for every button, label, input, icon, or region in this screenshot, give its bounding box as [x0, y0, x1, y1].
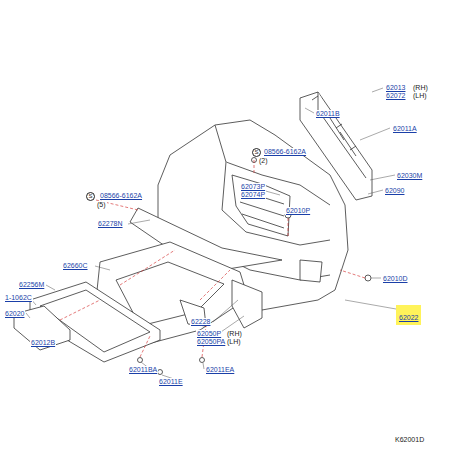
callout-number: (LH)	[412, 92, 428, 100]
callout-number: 08566-6162A	[99, 192, 143, 200]
screw-symbol: S	[86, 192, 95, 201]
callout-number: 1-1062C	[4, 294, 33, 302]
callout-number: 62012B	[30, 339, 56, 347]
callout-number: 62090	[384, 187, 405, 195]
callout-number: (2)	[258, 157, 269, 165]
callout-number: 08566-6162A	[263, 148, 307, 156]
callout-number: 62073P	[240, 183, 266, 191]
callout-number: 62074P	[240, 191, 266, 199]
callout-number: 62228	[190, 318, 211, 326]
callout-number: (RH)	[226, 330, 243, 338]
callout-number: (LH)	[226, 338, 242, 346]
callout-number: 62011BA	[128, 366, 158, 374]
callout-number: 62010P	[285, 207, 311, 215]
callout-number: 62256M	[18, 281, 45, 289]
callout-number: 62050PA	[196, 338, 226, 346]
callout-number: 62011A	[392, 125, 418, 133]
callout-number: 62013	[385, 84, 406, 92]
callout-number: (5)	[96, 201, 107, 209]
callout-number: 62050P	[196, 330, 222, 338]
callout-number: 62010D	[382, 275, 409, 283]
callout-number: 62022	[399, 314, 418, 321]
screw-symbol: S	[252, 148, 261, 157]
callout-number: 62011B	[315, 110, 341, 118]
callout-number: 62020	[4, 310, 25, 318]
callout-number: 62660C	[62, 262, 89, 270]
callout-number: 62011E	[158, 378, 184, 386]
callout-number: 62011EA	[205, 366, 235, 374]
callout-number: 62072	[385, 92, 406, 100]
callout-number: K62001D	[394, 436, 425, 444]
highlight-box: 62022	[396, 305, 421, 325]
callout-number: 62030M	[396, 172, 423, 180]
callout-number: (RH)	[412, 84, 429, 92]
callout-number: 62278N	[97, 220, 124, 228]
